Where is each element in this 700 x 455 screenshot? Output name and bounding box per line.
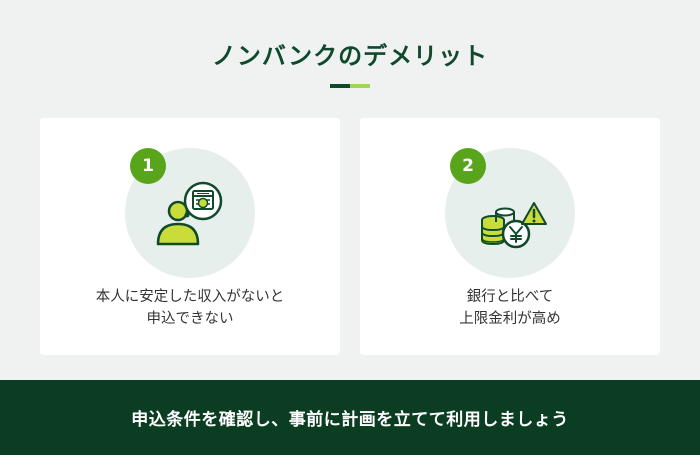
description-line: 上限金利が高め <box>459 311 561 327</box>
title-underline <box>330 84 370 88</box>
description-line: 本人に安定した収入がないと <box>95 289 285 305</box>
description-line: 銀行と比べて <box>466 289 554 305</box>
footer-banner: 申込条件を確認し、事前に計画を立てて利用しましょう <box>0 380 700 455</box>
underline-dark-segment <box>330 84 350 88</box>
yen-coins-warning-icon <box>481 202 547 249</box>
demerit-card-1: 1 本人に安定した収入がないと 申込できない <box>40 118 340 355</box>
banner-message: 申込条件を確認し、事前に計画を立てて利用しましょう <box>131 410 569 430</box>
person-with-window-icon <box>156 181 223 246</box>
page-title: ノンバンクのデメリット <box>211 42 489 70</box>
description-line: 申込できない <box>146 311 234 327</box>
card-description: 本人に安定した収入がないと 申込できない <box>40 286 340 330</box>
step-number-badge: 2 <box>450 148 486 184</box>
underline-light-segment <box>350 84 370 88</box>
demerit-card-2: 2 銀行と比べて 上限金利が高め <box>360 118 660 355</box>
card-description: 銀行と比べて 上限金利が高め <box>360 286 660 330</box>
step-number-badge: 1 <box>130 148 166 184</box>
